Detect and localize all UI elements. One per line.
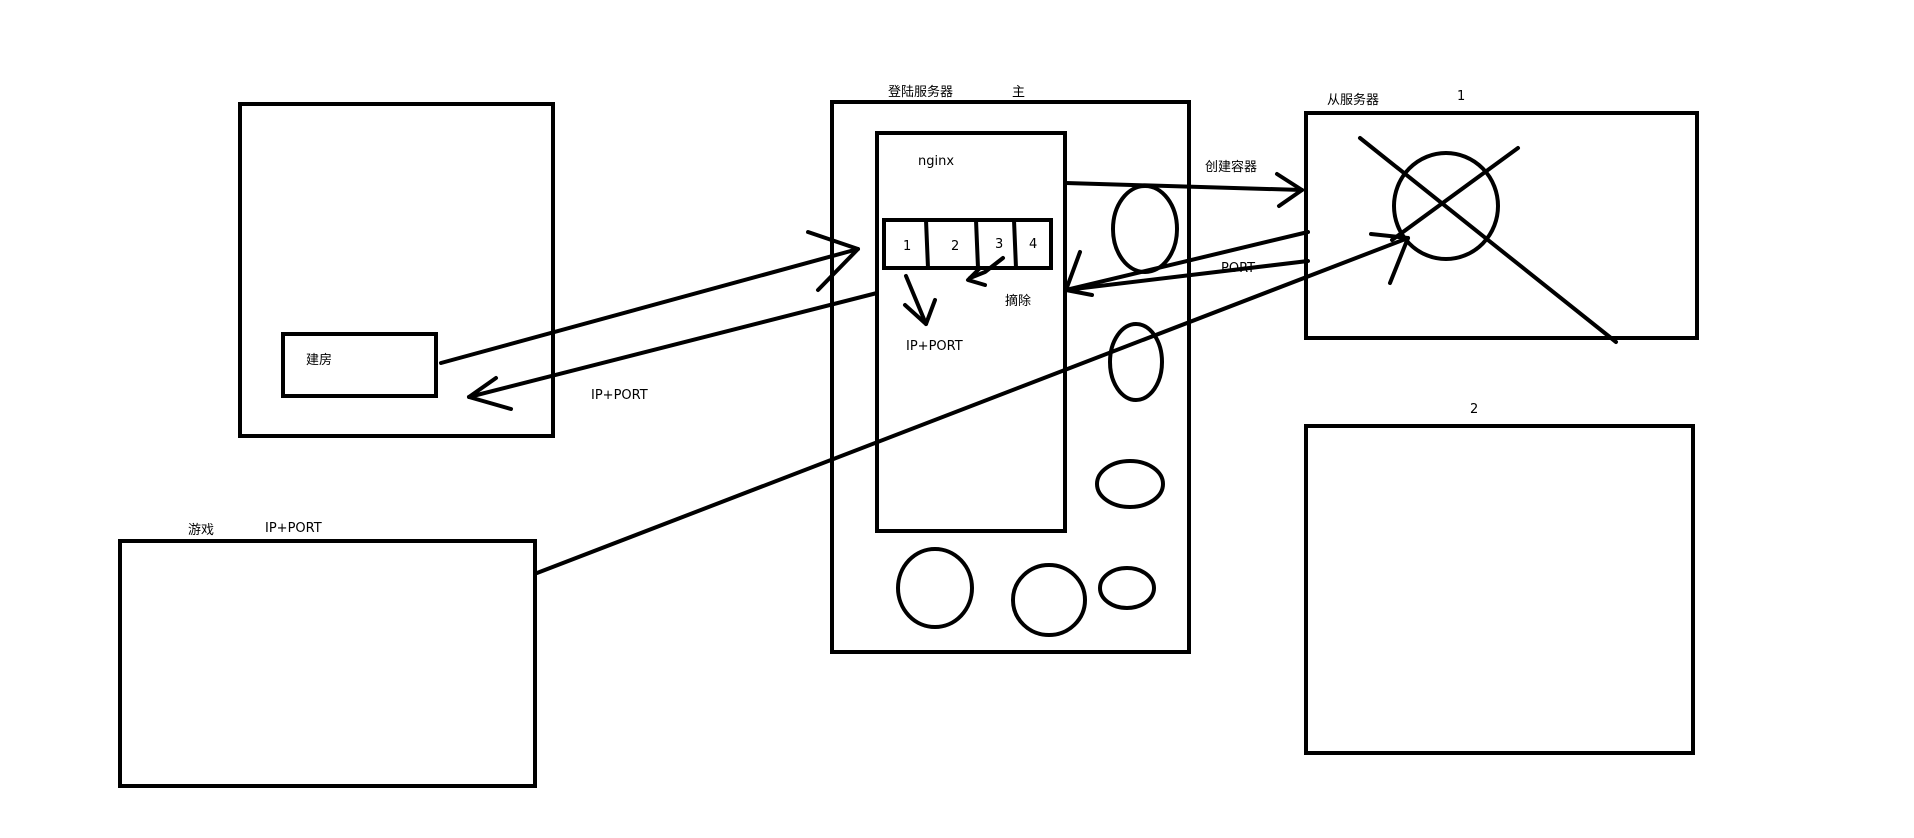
container-ellipse-2 xyxy=(1108,322,1164,402)
arrow-slot-to-ip-port xyxy=(903,274,937,326)
login-server-label: 登陆服务器 xyxy=(888,84,953,100)
slot-4-label: 4 xyxy=(1029,237,1037,252)
slave-server-1: 从服务器 1 xyxy=(1304,89,1699,344)
arrow-shaft xyxy=(968,256,1005,280)
game-box-frame xyxy=(118,539,537,788)
slave-server-label: 从服务器 xyxy=(1327,92,1379,108)
arrow-head xyxy=(903,298,937,326)
arrow-head xyxy=(1275,172,1304,208)
arrow-head xyxy=(1369,232,1410,285)
ip-port-nginx-label: IP+PORT xyxy=(906,339,963,354)
nginx-box xyxy=(875,131,1067,533)
create-container-label: 创建容器 xyxy=(1205,159,1257,175)
ip-port-left-label: IP+PORT xyxy=(591,388,648,403)
remove-label: 摘除 xyxy=(1005,293,1031,309)
slot-divider-3 xyxy=(1012,218,1018,270)
arrow-shaft xyxy=(467,291,879,399)
cross-line-2 xyxy=(1390,146,1520,242)
slot-divider-2 xyxy=(974,218,980,270)
arrow-head xyxy=(806,230,860,292)
arrow-slave-port-to-nginx xyxy=(1064,230,1310,297)
login-server-frame xyxy=(830,100,1191,654)
arrow-shaft xyxy=(904,274,928,326)
arrow-shaft xyxy=(535,236,1410,575)
arrow-head xyxy=(467,376,513,411)
create-room-label: 建房 xyxy=(306,352,332,368)
slave-server-2-frame xyxy=(1304,424,1695,755)
game-ip-port-label: IP+PORT xyxy=(265,521,322,536)
container-ellipse-1 xyxy=(1111,184,1179,274)
game-box: 游戏 IP+PORT xyxy=(118,521,537,788)
arrow-shaft xyxy=(439,247,860,365)
arrow-head xyxy=(966,266,987,287)
arrow-nginx-to-create-room xyxy=(467,291,879,411)
slot-2-label: 2 xyxy=(951,239,959,254)
arrow-nginx-to-slave xyxy=(1064,172,1304,208)
cross-line-1 xyxy=(1358,136,1618,344)
container-ellipse-5 xyxy=(1011,563,1087,637)
arrow-create-room-to-nginx xyxy=(439,230,860,365)
arrow-game-to-container xyxy=(535,232,1410,575)
port-slot-row xyxy=(882,218,1053,270)
container-ellipse-6 xyxy=(1098,566,1156,610)
slave-2-label: 2 xyxy=(1470,402,1478,417)
create-room-box xyxy=(281,332,438,398)
container-ellipse-4 xyxy=(896,547,974,629)
removed-container-circle xyxy=(1392,151,1500,261)
slot-3-label: 3 xyxy=(995,237,1003,252)
client-box: 建房 xyxy=(238,102,555,438)
arrow-shaft xyxy=(1064,181,1304,192)
slave-server-1-frame xyxy=(1304,111,1699,340)
game-label: 游戏 xyxy=(188,523,214,538)
client-box-frame xyxy=(238,102,555,438)
arrow-head xyxy=(1064,250,1094,297)
nginx-label: nginx xyxy=(918,154,954,169)
arrow-shaft-upper xyxy=(1064,230,1310,292)
slave-1-label: 1 xyxy=(1457,89,1465,104)
slot-divider-1 xyxy=(924,218,930,270)
slot-1-label: 1 xyxy=(903,239,911,254)
container-ellipse-3 xyxy=(1095,459,1165,509)
slave-server-2: 2 xyxy=(1304,402,1695,755)
arrow-remove-slot xyxy=(966,256,1005,287)
main-label: 主 xyxy=(1012,85,1025,100)
arrow-shaft-lower xyxy=(1064,259,1310,292)
login-server-box: 登陆服务器 主 nginx 1 2 3 4 IP+PORT 摘除 xyxy=(830,84,1191,654)
